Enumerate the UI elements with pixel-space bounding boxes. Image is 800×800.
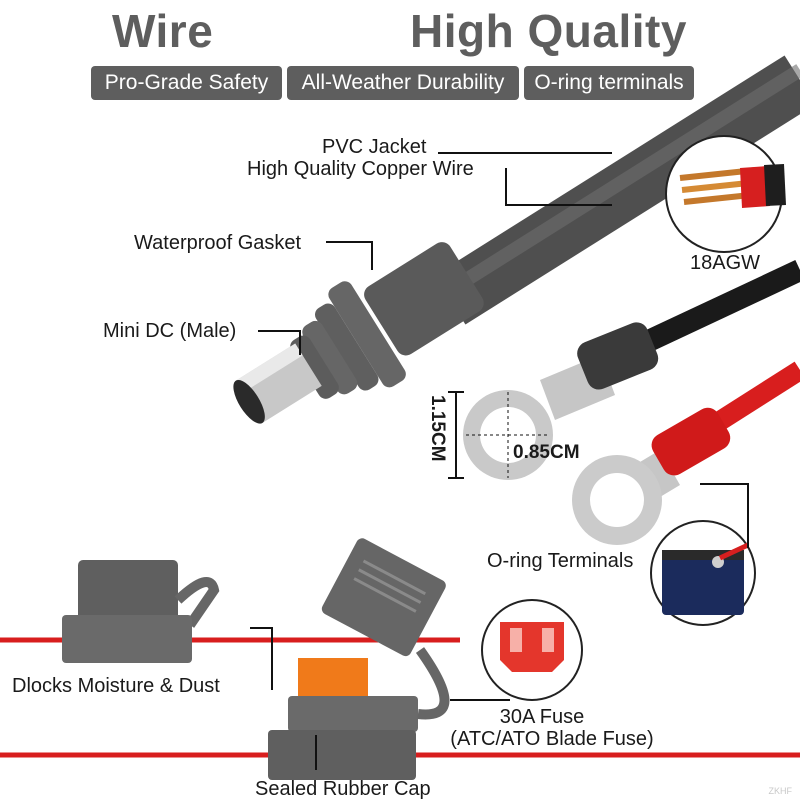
- label-mini-dc: Mini DC (Male): [103, 320, 237, 342]
- dimension-width: 0.85CM: [513, 442, 580, 463]
- fuse-inset: [481, 599, 583, 701]
- badge-o-ring-terminals: O-ring terminals: [524, 66, 694, 100]
- label-gauge: 18AGW: [690, 252, 761, 274]
- black-wire: [635, 260, 800, 355]
- label-copper-wire: High Quality Copper Wire: [247, 158, 474, 180]
- label-waterproof-gasket: Waterproof Gasket: [134, 232, 302, 254]
- headline-high-quality: High Quality: [410, 5, 687, 57]
- label-rubber-cap: Sealed Rubber Cap: [255, 778, 431, 800]
- label-fuse-type: (ATC/ATO Blade Fuse): [450, 728, 654, 750]
- waterproof-gasket: [290, 242, 484, 399]
- badge-pro-grade-safety: Pro-Grade Safety: [91, 66, 282, 100]
- headline-wire: Wire: [112, 5, 214, 57]
- label-fuse-rating: 30A Fuse: [499, 706, 585, 728]
- copper-wire-inset: [665, 135, 786, 253]
- dc-cable: [434, 55, 800, 325]
- label-pvc-jacket: PVC Jacket: [322, 136, 427, 158]
- mini-dc-plug: [233, 343, 322, 424]
- fuse-holder-closed: [62, 560, 220, 663]
- label-o-ring-terminals: O-ring Terminals: [487, 550, 634, 572]
- watermark: ZKHF: [768, 786, 793, 796]
- dimension-markers: [448, 391, 550, 479]
- dimension-height: 1.15CM: [427, 395, 448, 462]
- fuse-holder-open: [268, 538, 450, 780]
- callout-leaders: [250, 152, 749, 770]
- badge-all-weather-durability: All-Weather Durability: [287, 66, 519, 100]
- o-ring-terminal-red: [572, 407, 731, 545]
- label-moisture-dust: Dlocks Moisture & Dust: [12, 675, 220, 697]
- battery-inset: [650, 520, 756, 626]
- o-ring-terminal-black: [463, 322, 659, 480]
